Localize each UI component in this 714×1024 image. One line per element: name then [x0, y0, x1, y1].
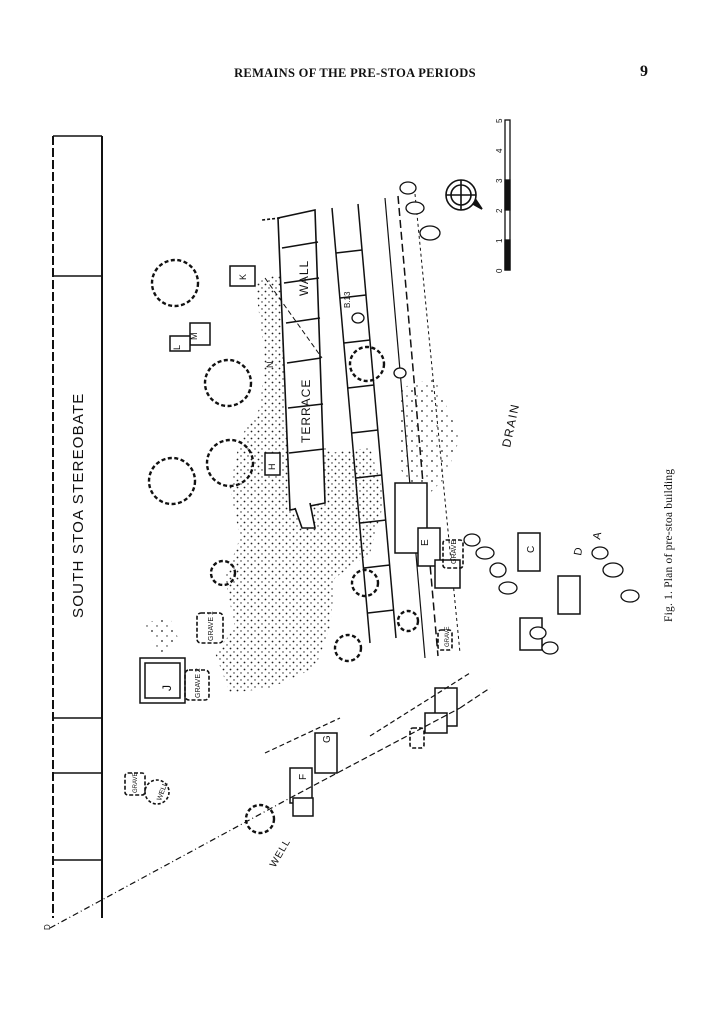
point-d: D — [572, 547, 585, 557]
figure-caption: Fig. 1. Plan of pre-stoa building — [663, 468, 675, 622]
scale-bar — [504, 119, 511, 271]
circular-pits — [147, 258, 420, 835]
pebble-floor-east — [400, 378, 460, 503]
drain-channels — [331, 193, 461, 659]
room-m-label: M — [189, 333, 199, 341]
scale-tick-labels: 0 1 2 3 4 5 — [495, 118, 504, 273]
terrace-label: TERRACE — [299, 379, 313, 443]
site-plan: SOUTH STOA STEREOBATE TERRACE WALL DRAIN — [43, 118, 640, 930]
point-a: A — [591, 531, 604, 541]
room-f-label: F — [298, 774, 309, 780]
room-c-label: C — [526, 546, 537, 553]
elevation-mark: B.13 — [343, 291, 352, 308]
stereobate-label: SOUTH STOA STEREOBATE — [70, 392, 87, 618]
wall-label: WALL — [297, 260, 311, 296]
scale-tick-2: 2 — [495, 208, 504, 213]
well-label: WELL — [268, 837, 293, 870]
scale-tick-5: 5 — [495, 118, 504, 123]
room-e-label: E — [420, 539, 431, 546]
pebble-floor-west — [143, 618, 180, 653]
page-number: 9 — [640, 63, 648, 80]
grave-5-label: GRAVE — [445, 626, 451, 647]
rubble — [351, 181, 640, 655]
stereobate — [52, 135, 103, 918]
scale-tick-1: 1 — [495, 238, 504, 243]
small-well — [144, 779, 170, 805]
room-g-label: G — [322, 735, 333, 743]
grave-2-label: GRAVE 2 — [195, 668, 202, 698]
room-h-label: H — [267, 464, 277, 471]
end-mark: D — [43, 924, 52, 930]
room-k-label: K — [238, 274, 248, 280]
grave-4-label: GRAVE — [133, 772, 139, 793]
scale-tick-0: 0 — [495, 268, 504, 273]
grave-3-label: GRAVE — [451, 540, 458, 564]
running-head: REMAINS OF THE PRE-STOA PERIODS — [234, 66, 476, 80]
north-arrow-icon — [445, 179, 483, 211]
room-j-label: J — [160, 685, 174, 691]
graves — [124, 539, 464, 796]
scale-tick-4: 4 — [495, 148, 504, 153]
drain-label: DRAIN — [499, 402, 522, 449]
grave-1-label: GRAVE 1 — [208, 611, 215, 641]
room-l-label: L — [172, 345, 182, 350]
well-line — [49, 672, 491, 929]
terrace-wall — [261, 209, 326, 529]
room-n-label: N — [265, 362, 275, 369]
scale-tick-3: 3 — [495, 178, 504, 183]
